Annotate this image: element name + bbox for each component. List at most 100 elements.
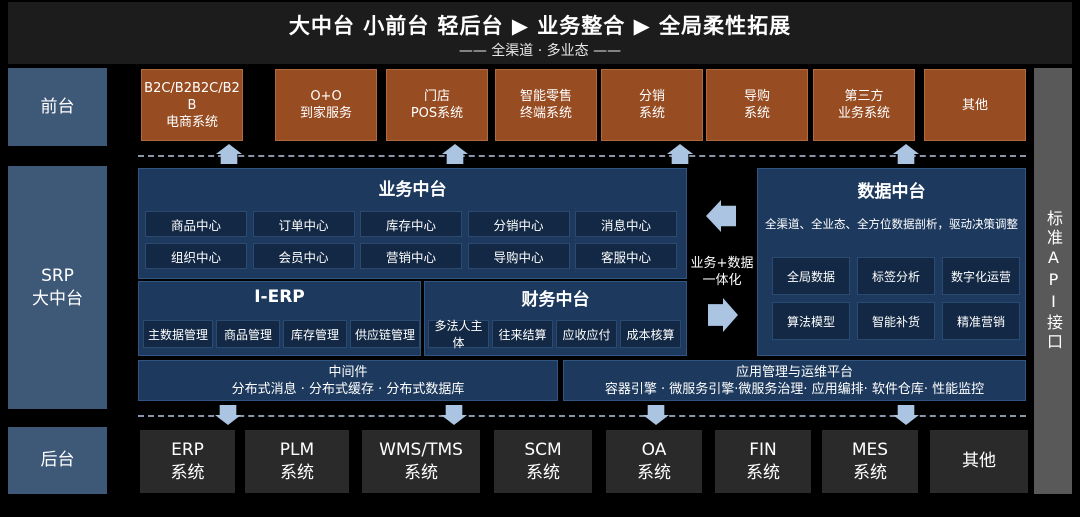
right-arrow [708,298,738,332]
business-center-block: 业务中台 商品中心订单中心库存中心分销中心消息中心组织中心会员中心营销中心导购中… [138,168,687,279]
down-arrow [643,405,669,425]
left-arrow-svg [706,200,736,232]
back-system-label: SCM [524,439,562,460]
ierp-item: 商品管理 [216,320,280,348]
front-system-box: 分销系统 [601,69,703,141]
up-arrow-svg [667,144,693,164]
back-system-label: OA [641,439,667,460]
business-center-item: 组织中心 [145,243,247,269]
down-arrow [215,405,241,425]
arrow-shape [667,144,693,164]
data-center-item: 算法模型 [772,302,850,340]
separator-front [138,155,1026,157]
arrow-shape [893,405,919,425]
business-center-item: 会员中心 [252,243,355,269]
back-system-label: MES [851,439,889,460]
business-center-title: 业务中台 [378,179,447,200]
data-center-item: 全局数据 [772,257,850,295]
tier-front-label: 前台 [8,68,107,146]
integration-line1: 业务+数据 [690,256,754,271]
up-arrow [893,144,919,164]
front-system-box: 导购系统 [706,69,808,141]
separator-back [138,415,1026,417]
back-system-label: 系统 [637,462,671,483]
tier-middle-line1: SRP [41,265,74,286]
middleware-block: 中间件 分布式消息 · 分布式缓存 · 分布式数据库 [138,360,558,401]
down-arrow-svg [441,405,467,425]
front-system-label: 门店 [423,89,450,104]
back-system-box: 其他 [930,430,1028,493]
front-system-label: POS系统 [410,106,464,121]
middleware-title: 中间件 [328,364,368,380]
api-bar: 标准API接口 [1034,68,1072,494]
business-center-item: 客服中心 [575,243,677,269]
data-center-item: 标签分析 [857,257,935,295]
front-system-label: 分销 [638,89,665,104]
ierp-item: 库存管理 [283,320,347,348]
finance-center-item: 往来结算 [492,320,553,348]
up-arrow [667,144,693,164]
ierp-block: I-ERP 主数据管理商品管理库存管理供应链管理 [138,281,421,356]
business-center-item: 商品中心 [145,211,247,237]
down-arrow [893,405,919,425]
data-center-item: 智能补货 [857,302,935,340]
arrow-shape [441,405,467,425]
front-system-label: 第三方 [844,89,884,104]
integration-label: 业务+数据 一体化 [690,254,754,290]
tier-back-label: 后台 [8,427,107,494]
front-system-box: 门店 POS系统 [386,69,488,141]
data-center-block: 数据中台 全渠道、全业态、全方位数据剖析，驱动决策调整 全局数据标签分析数字化运… [757,168,1026,356]
up-arrow-svg [893,144,919,164]
finance-center-title: 财务中台 [521,289,590,310]
front-system-label: B2C/B2B2C/B2 [144,80,240,96]
ops-platform-block: 应用管理与运维平台 容器引擎 · 微服务引擎·微服务治理· 应用编排· 软件仓库… [563,360,1026,401]
page-title: 大中台 小前台 轻后台 ▶ 业务整合 ▶ 全局柔性拓展 [288,14,792,38]
integration-line2: 一体化 [702,273,742,288]
front-system-box: 智能零售终端系统 [495,69,597,141]
back-system-label: 系统 [526,462,560,483]
down-arrow [441,405,467,425]
finance-center-item: 成本核算 [620,320,681,348]
back-system-label: 其他 [962,451,996,471]
up-arrow-svg [216,144,242,164]
arrow-shape [442,144,468,164]
finance-center-item: 应收应付 [556,320,617,348]
business-center-item: 导购中心 [467,243,570,269]
arrow-shape [643,405,669,425]
tier-middle-label: SRP 大中台 [8,166,107,409]
up-arrow-svg [442,144,468,164]
data-center-item: 精准营销 [942,302,1020,340]
business-center-item: 消息中心 [575,211,677,237]
front-system-label: 电商系统 [165,114,218,130]
arrow-shape [708,298,738,332]
front-system-label: 系统 [743,106,770,121]
ierp-item: 供应链管理 [350,320,420,348]
back-system-label: WMS/TMS [379,439,463,460]
back-system-label: 系统 [404,462,438,483]
front-system-label: B [187,97,197,113]
page-subtitle: —— 全渠道 · 多业态 —— [458,43,622,59]
up-arrow [442,144,468,164]
finance-center-item: 多法人主体 [428,319,489,350]
down-arrow-svg [893,405,919,425]
front-system-label: O+O [310,89,342,104]
front-system-label: 系统 [638,106,665,121]
tier-middle-line2: 大中台 [32,288,83,309]
ierp-item: 主数据管理 [143,320,213,348]
data-center-desc: 全渠道、全业态、全方位数据剖析，驱动决策调整 [765,217,1018,231]
front-system-label: 业务系统 [837,106,890,121]
data-center-title: 数据中台 [857,181,926,202]
front-system-label: 导购 [743,89,770,104]
arrow-shape [216,144,242,164]
front-system-label: 终端系统 [519,106,572,121]
api-label: 标准API接口 [1044,210,1063,352]
back-system-label: FIN [749,439,777,460]
business-center-item: 营销中心 [360,243,462,269]
